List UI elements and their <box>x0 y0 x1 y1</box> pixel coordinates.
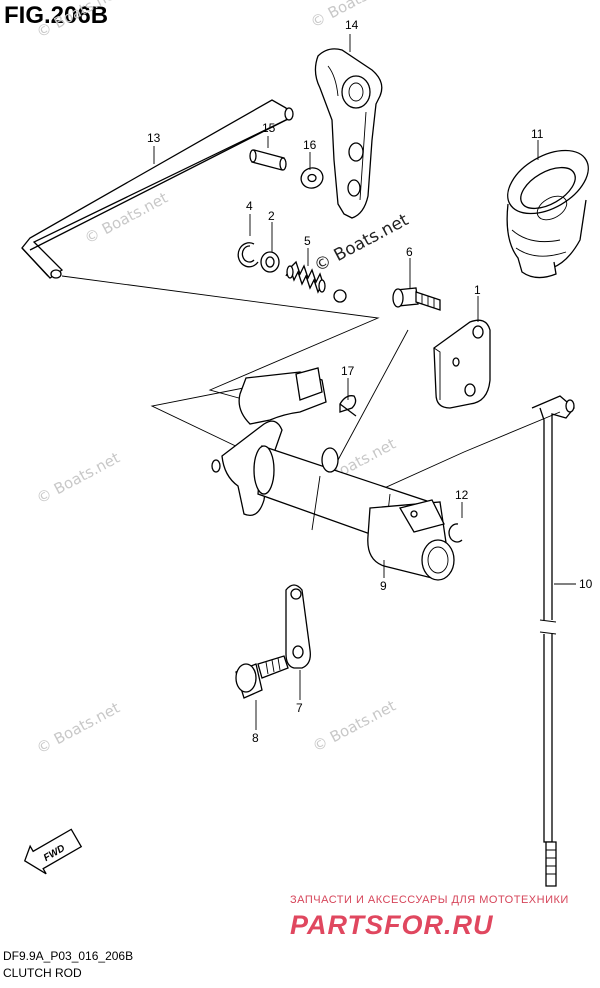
label-5: 5 <box>304 234 311 248</box>
label-8: 8 <box>252 731 259 745</box>
fwd-arrow-icon: FWD <box>23 828 83 875</box>
watermark: © Boats.net <box>33 0 122 42</box>
label-10: 10 <box>579 577 593 591</box>
label-2: 2 <box>268 209 275 223</box>
label-13: 13 <box>147 131 161 145</box>
label-9: 9 <box>380 579 387 593</box>
watermark-dark: © Boats.net <box>311 210 412 277</box>
label-7: 7 <box>296 701 303 715</box>
part-16-washer <box>300 167 324 189</box>
label-17: 17 <box>341 364 355 378</box>
figure-code: DF9.9A_P03_016_206B <box>3 949 134 963</box>
part-8-bolt <box>235 655 289 699</box>
assembly-guide-lines <box>61 275 561 491</box>
part-15-pin <box>249 149 287 171</box>
label-11: 11 <box>531 127 544 141</box>
part-10-rod <box>531 395 575 887</box>
label-12: 12 <box>455 488 469 502</box>
part-labels: 14 13 15 16 11 4 2 5 6 1 17 12 9 10 7 8 <box>147 18 593 745</box>
part-12-snap-ring <box>448 523 463 543</box>
label-15: 15 <box>262 121 276 135</box>
label-14: 14 <box>345 18 359 32</box>
part-14-lever <box>314 48 383 219</box>
leader-lines <box>153 34 576 730</box>
part-1-plate <box>433 319 491 409</box>
watermark: © Boats.net <box>309 697 398 756</box>
figure-title: FIG.206B <box>4 2 109 29</box>
part-5-spring <box>285 260 347 303</box>
part-6-bolt <box>392 287 441 311</box>
label-6: 6 <box>406 245 413 259</box>
promo-tagline: ЗАПЧАСТИ И АКСЕССУАРЫ ДЛЯ МОТОТЕХНИКИ <box>290 894 569 906</box>
watermark: © Boats.net <box>33 699 122 758</box>
part-11-grommet <box>506 149 589 279</box>
label-1: 1 <box>474 283 481 297</box>
part-4-snap-ring <box>237 242 259 268</box>
promo-logo[interactable]: PARTSFOR.RU <box>290 910 494 940</box>
label-16: 16 <box>303 138 317 152</box>
watermark: © Boats.net <box>33 449 122 508</box>
part-13-wire-rod <box>21 99 294 279</box>
label-4: 4 <box>246 199 253 213</box>
part-2-washer <box>260 251 280 273</box>
figure-name: CLUTCH ROD <box>3 966 82 980</box>
part-9-shaft-assembly <box>211 367 455 581</box>
part-7-link-plate <box>285 584 311 669</box>
part-17-cotter-pin <box>339 395 357 417</box>
